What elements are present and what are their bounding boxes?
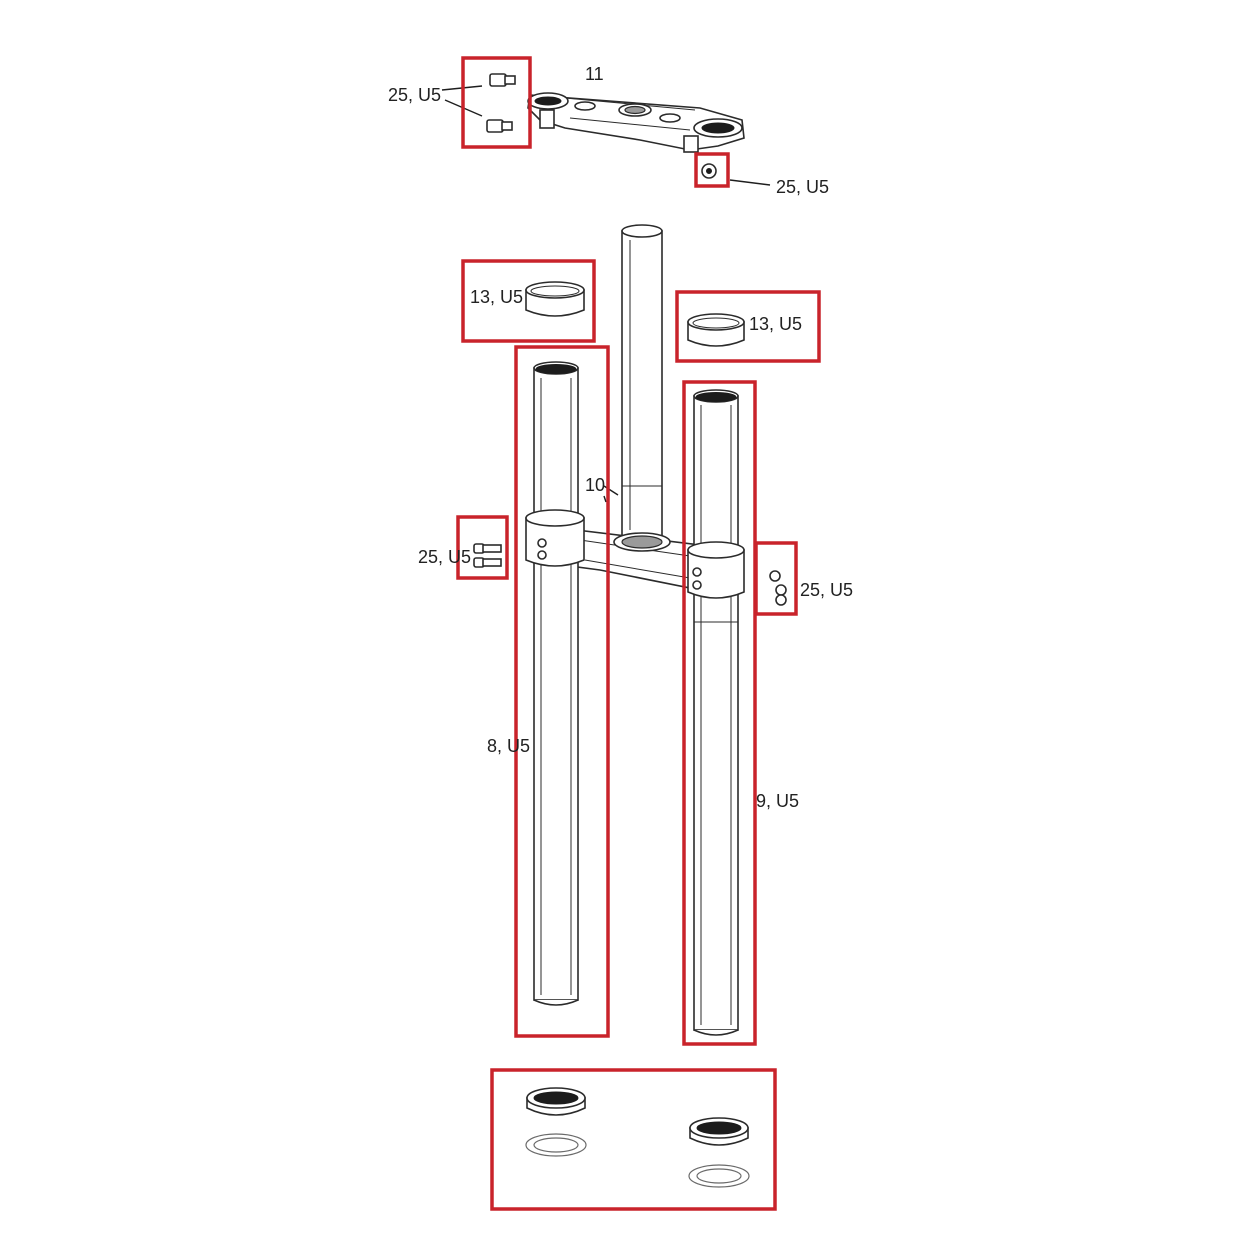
label-top-clamp-bolts: 25, U5 [388, 85, 441, 105]
highlight-boxes [456, 56, 821, 1211]
highlight-left-clamp-bolts [456, 515, 509, 580]
highlight-right-cap [675, 290, 821, 363]
right-fork-clamp [687, 541, 745, 599]
right-cap [687, 313, 745, 347]
label-left-clamp-bolts: 25, U5 [418, 547, 471, 567]
label-top-clamp: 11 [585, 64, 604, 84]
label-left-cap: 13, U5 [470, 287, 523, 307]
left-fork-tube [533, 361, 579, 1006]
steering-stem [621, 224, 663, 537]
lower-triple-clamp [558, 527, 701, 591]
left-cap [525, 281, 585, 317]
highlight-seals [490, 1068, 777, 1211]
top-clamp-bolts [486, 73, 516, 133]
label-lower-triple-clamp: 10 [585, 475, 605, 495]
top-clamp-right-bolt [701, 163, 717, 179]
right-clamp-bolts [769, 570, 787, 606]
highlight-right-fork-tube [682, 380, 757, 1046]
highlight-top-right-bolt [694, 152, 730, 188]
right-fork-seal [688, 1117, 750, 1188]
highlight-left-fork-tube [514, 345, 610, 1038]
highlight-right-clamp-bolts [754, 541, 798, 616]
label-right-cap: 13, U5 [749, 314, 802, 334]
label-left-fork-tube: 8, U5 [487, 736, 530, 756]
highlight-top-clamp-bolts [461, 56, 532, 149]
label-right-clamp-bolts: 25, U5 [800, 580, 853, 600]
highlight-left-cap [461, 259, 596, 343]
left-fork-seal [525, 1087, 587, 1157]
top-triple-clamp [527, 92, 745, 153]
label-top-clamp-right-bolt: 25, U5 [776, 177, 829, 197]
left-clamp-bolts [473, 543, 502, 568]
right-fork-tube [693, 389, 739, 1036]
left-fork-clamp [525, 509, 585, 567]
label-right-fork-tube: 9, U5 [756, 791, 799, 811]
